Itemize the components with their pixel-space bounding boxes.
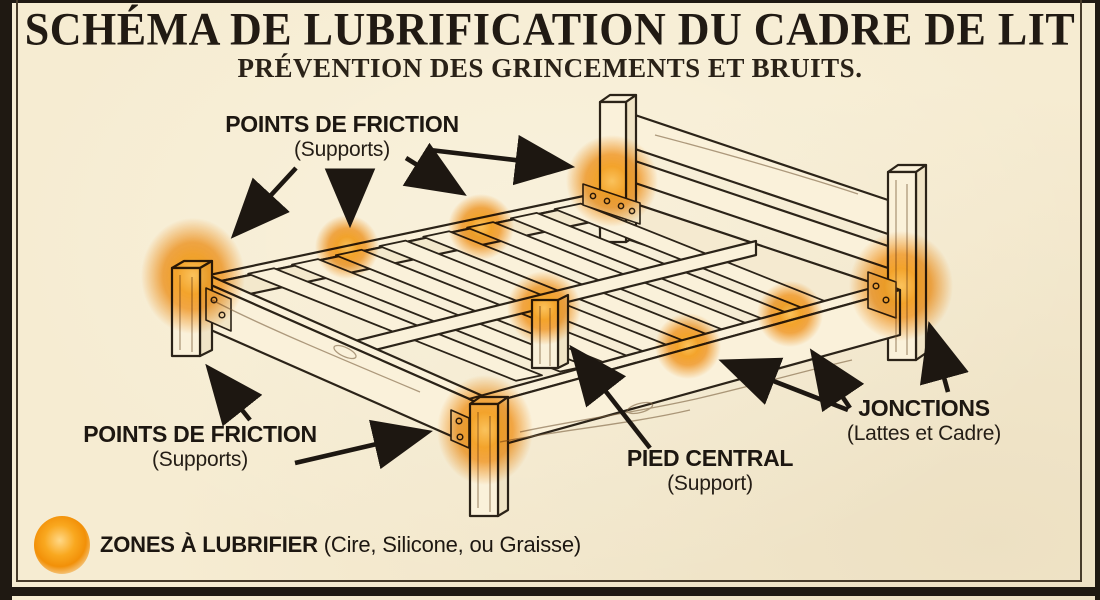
arrow-friction-bottom-1: [205, 363, 263, 427]
callout-pied-central-sublabel: (Support): [667, 471, 753, 495]
arrow-friction-top-1: [230, 166, 298, 239]
callout-arrows: [205, 134, 969, 470]
callout-friction-bottom-label: POINTS DE FRICTION: [83, 421, 317, 447]
callout-jonctions-label: JONCTIONS: [858, 395, 990, 421]
arrow-pied-central: [569, 344, 652, 450]
zone-right-corner: [849, 231, 953, 341]
legend: ZONES À LUBRIFIER (Cire, Silicone, ou Gr…: [34, 516, 581, 574]
callout-friction-top: POINTS DE FRICTION (Supports): [182, 111, 502, 161]
arrow-friction-top-3: [402, 142, 467, 196]
poster-rule-left: [16, 0, 18, 582]
callout-pied-central-label: PIED CENTRAL: [626, 445, 794, 471]
zone-center-rail-joint: [507, 271, 581, 345]
callout-jonctions: JONCTIONS (Lattes et Cadre): [762, 395, 1086, 445]
legend-label: ZONES À LUBRIFIER: [100, 532, 318, 557]
page-title: SCHÉMA DE LUBRIFICATION DU CADRE DE LIT: [24, 3, 1076, 56]
page-subtitle: PRÉVENTION DES GRINCEMENTS ET BRUITS.: [237, 53, 863, 83]
poster-edge-left: [0, 0, 12, 600]
callout-jonctions-sublabel: (Lattes et Cadre): [846, 421, 1002, 445]
zone-headboard-left-post: [566, 135, 658, 227]
callout-friction-bottom-sublabel: (Supports): [151, 447, 249, 471]
callout-friction-bottom: POINTS DE FRICTION (Supports): [40, 421, 360, 471]
callout-friction-top-sublabel: (Supports): [293, 137, 391, 161]
title-block: SCHÉMA DE LUBRIFICATION DU CADRE DE LIT …: [0, 3, 1100, 83]
poster-rule-bottom: [16, 580, 1082, 582]
arrow-friction-bottom-2: [294, 419, 433, 470]
zone-left-rail-support: [315, 215, 379, 279]
arrow-friction-top-4: [429, 134, 576, 186]
callout-friction-top-label: POINTS DE FRICTION: [225, 111, 459, 137]
callout-pied-central: PIED CENTRAL (Support): [560, 445, 860, 495]
zone-front-leg: [437, 375, 533, 485]
legend-text: ZONES À LUBRIFIER (Cire, Silicone, ou Gr…: [100, 532, 581, 558]
arrow-jonctions-2: [809, 348, 865, 413]
zone-left-corner: [141, 218, 245, 334]
legend-orange-dot-icon: [34, 516, 90, 574]
lubrication-zones: [141, 135, 953, 485]
poster-edge-bottom: [0, 587, 1100, 596]
arrow-jonctions-3: [919, 321, 969, 393]
zone-mid-rail-support: [448, 194, 514, 260]
zone-slat-junction-left: [655, 313, 721, 379]
poster-rule-right: [1080, 0, 1082, 582]
poster-edge-top: [0, 0, 1100, 3]
poster-edge-right: [1095, 0, 1100, 600]
legend-detail: (Cire, Silicone, ou Graisse): [323, 532, 582, 557]
zone-slat-junction-right: [757, 281, 823, 347]
